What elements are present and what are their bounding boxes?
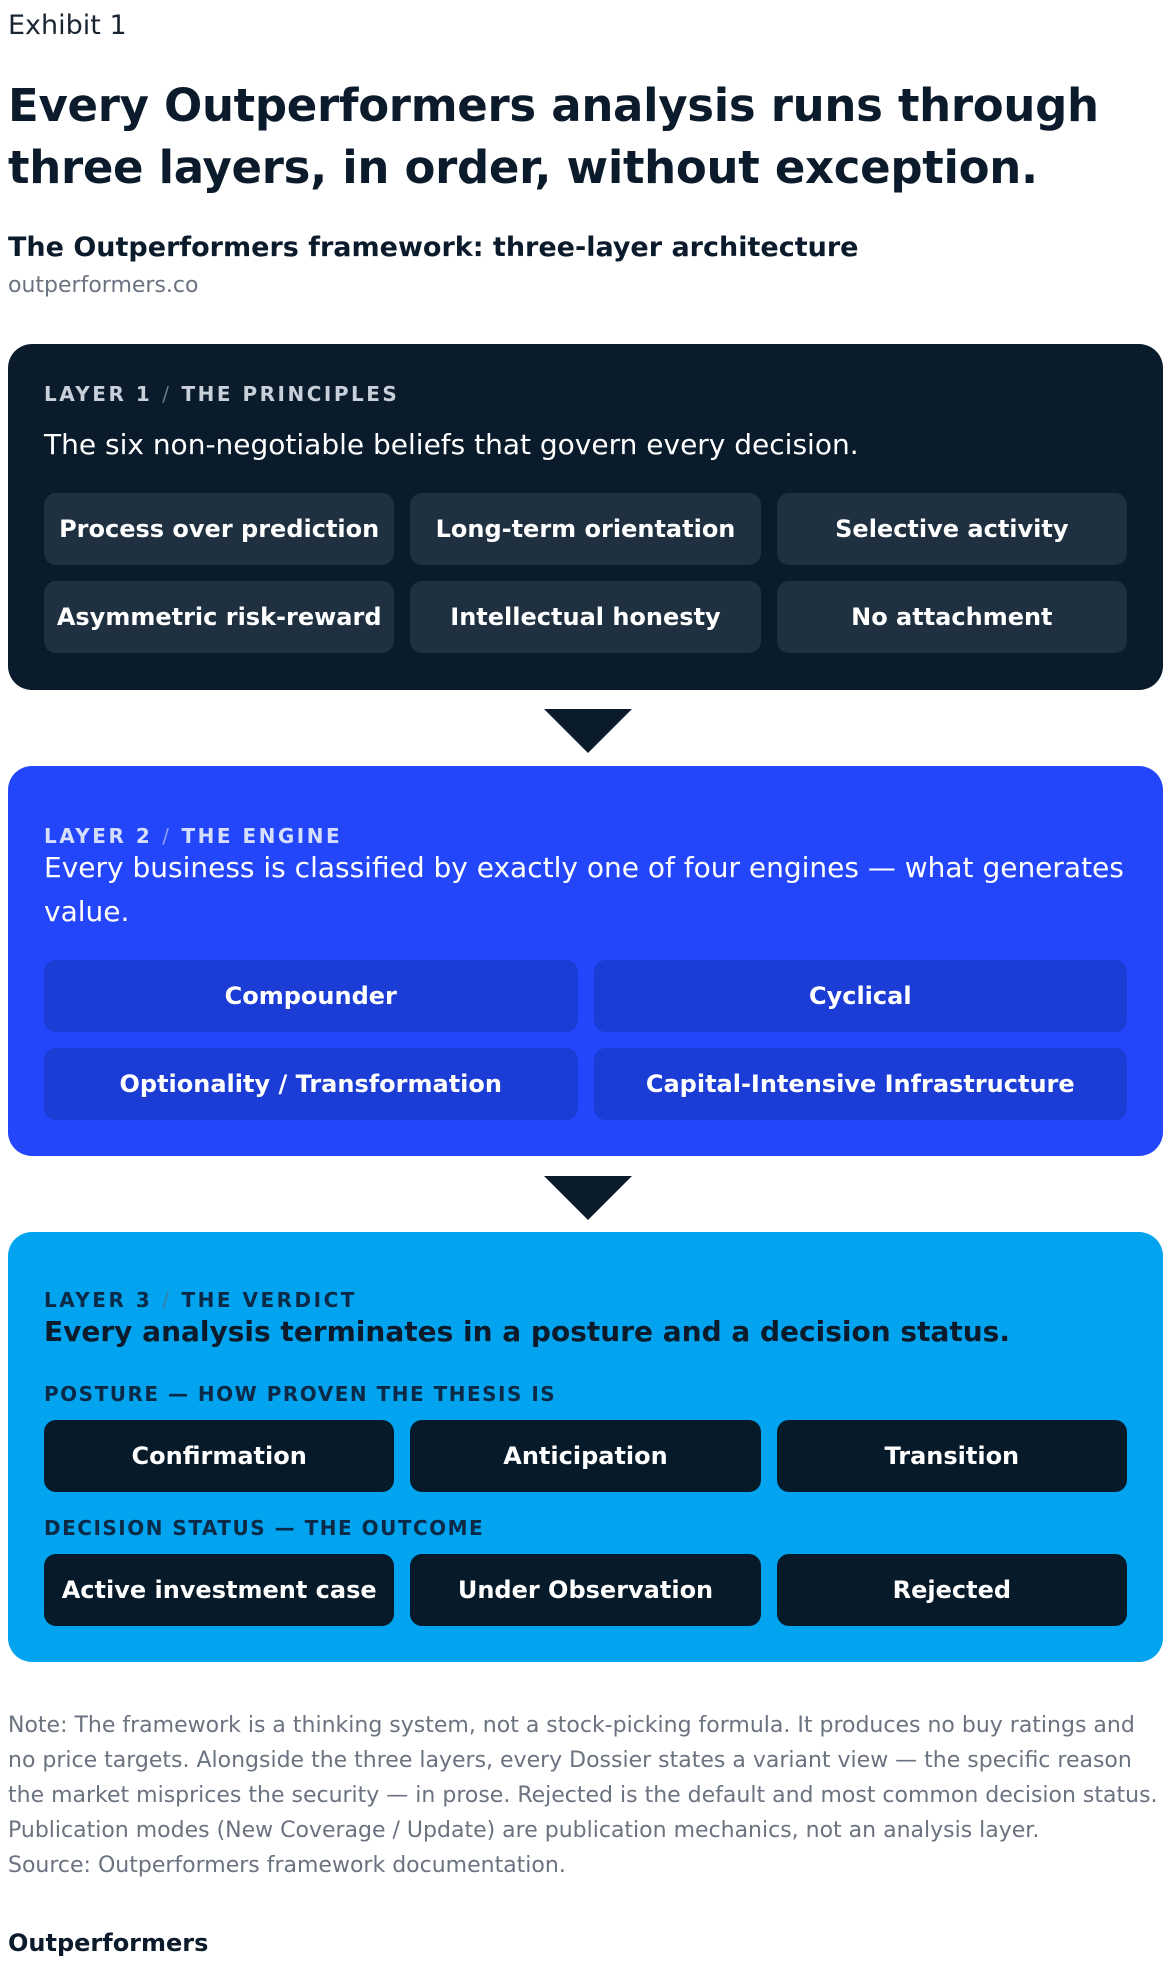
posture-grid: Confirmation Anticipation Transition [44, 1420, 1127, 1492]
engine-chip: Capital-Intensive Infrastructure [593, 1048, 1127, 1120]
layer-2-separator: / [162, 824, 172, 848]
decision-status-grid: Active investment case Under Observation… [44, 1554, 1127, 1626]
layer-3-verdict: LAYER 3 / THE VERDICT Every analysis termi… [8, 1232, 1163, 1662]
layer-3-eyebrow: LAYER 3 / THE VERDICT [44, 1288, 357, 1312]
posture-label: POSTURE — HOW PROVEN THE THESIS IS [44, 1382, 557, 1406]
layer-3-name: THE VERDICT [181, 1288, 357, 1312]
principle-chip: Intellectual honesty [410, 581, 761, 653]
posture-chip: Confirmation [44, 1420, 395, 1492]
decision-status-chip: Under Observation [410, 1554, 761, 1626]
brand-name: Outperformers [8, 1929, 209, 1957]
principle-chip: Long-term orientation [410, 493, 761, 565]
arrow-down-icon [544, 1176, 632, 1220]
layer-1-name: THE PRINCIPLES [181, 382, 400, 406]
source-url: outperformers.co [8, 273, 199, 298]
exhibit-label: Exhibit 1 [8, 10, 127, 41]
layer-2-name: THE ENGINE [181, 824, 343, 848]
source-text: Source: Outperformers framework document… [8, 1853, 566, 1878]
decision-status-label: DECISION STATUS — THE OUTCOME [44, 1516, 485, 1540]
engine-grid: Compounder Cyclical Optionality / Transf… [44, 960, 1127, 1120]
layer-2-number: LAYER 2 [44, 824, 153, 848]
engine-chip: Cyclical [593, 960, 1127, 1032]
posture-chip: Transition [776, 1420, 1127, 1492]
layer-1-description: The six non-negotiable beliefs that gove… [44, 428, 859, 461]
layer-1-number: LAYER 1 [44, 382, 153, 406]
page-title: Every Outperformers analysis runs throug… [8, 79, 1099, 194]
principle-chip: No attachment [776, 581, 1127, 653]
decision-status-chip: Rejected [776, 1554, 1127, 1626]
layer-1-eyebrow: LAYER 1 / THE PRINCIPLES [44, 382, 399, 406]
principle-chip: Selective activity [776, 493, 1127, 565]
principle-chip: Asymmetric risk-reward [44, 581, 395, 653]
layer-1-principles: LAYER 1 / THE PRINCIPLES The six non-negot… [8, 344, 1163, 690]
engine-chip: Optionality / Transformation [44, 1048, 578, 1120]
posture-chip: Anticipation [410, 1420, 761, 1492]
principle-chip: Process over prediction [44, 493, 395, 565]
note-text: Note: The framework is a thinking system… [8, 1713, 1158, 1843]
layer-3-description: Every analysis terminates in a posture a… [44, 1315, 1010, 1348]
layer-2-description: Every business is classified by exactly … [44, 851, 1124, 928]
layer-1-separator: / [162, 382, 172, 406]
principles-grid: Process over prediction Long-term orient… [44, 493, 1127, 653]
layer-3-number: LAYER 3 [44, 1288, 153, 1312]
arrow-down-icon [544, 709, 632, 753]
layer-2-eyebrow: LAYER 2 / THE ENGINE [44, 824, 342, 848]
footnote: Note: The framework is a thinking system… [8, 1708, 1158, 1883]
decision-status-chip: Active investment case [44, 1554, 395, 1626]
chart-subtitle: The Outperformers framework: three-layer… [8, 232, 859, 263]
engine-chip: Compounder [44, 960, 578, 1032]
layer-3-separator: / [162, 1288, 172, 1312]
layer-2-engine: LAYER 2 / THE ENGINE Every business is cla… [8, 766, 1163, 1156]
